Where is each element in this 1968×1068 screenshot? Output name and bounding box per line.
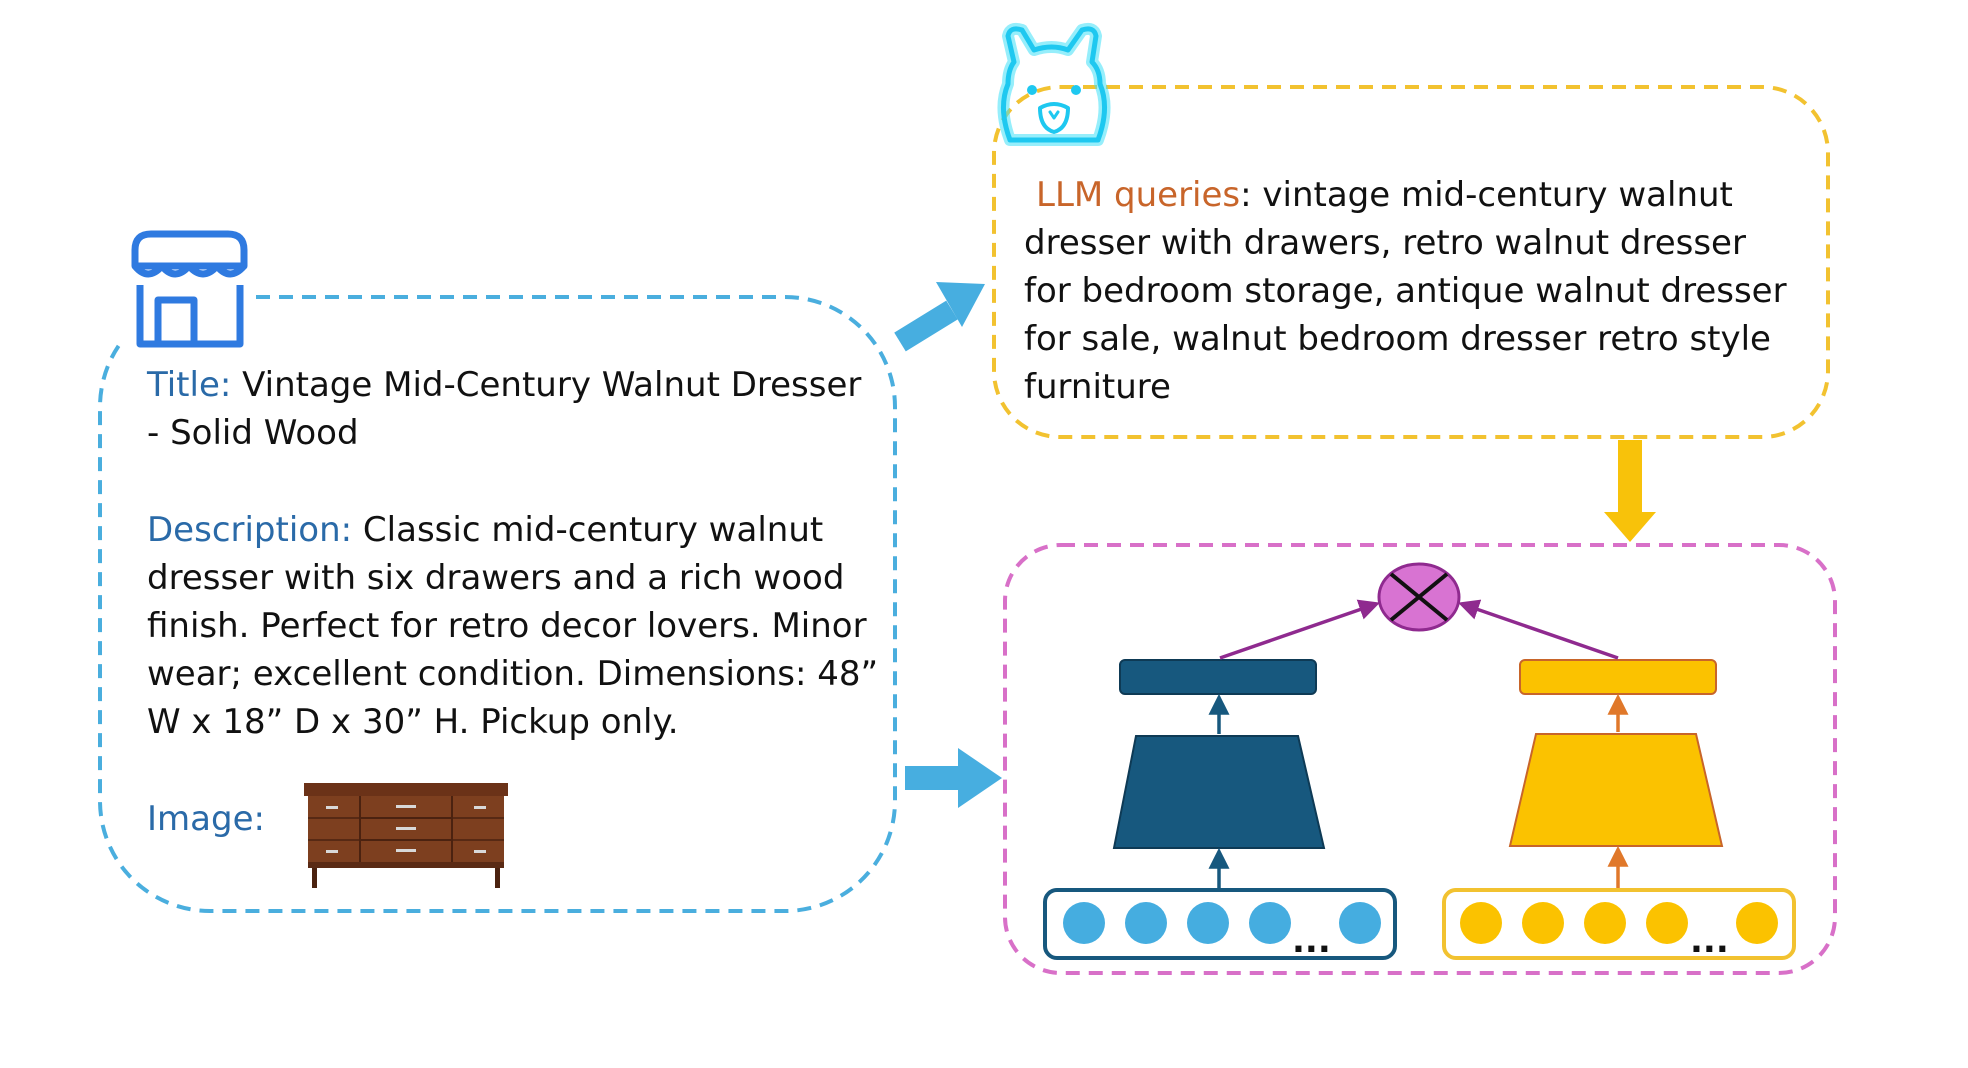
description-line-1: Description: Classic mid-century walnut bbox=[147, 506, 887, 554]
item-embedding-bar bbox=[1119, 659, 1317, 695]
listing-title-line-2: - Solid Wood bbox=[147, 413, 359, 453]
listing-title: Title: Vintage Mid-Century Walnut Dresse… bbox=[147, 361, 887, 457]
queries-line-4: for sale, walnut bedroom dresser retro s… bbox=[1024, 319, 1771, 359]
queries-line-1: LLM queries: vintage mid-century walnut bbox=[1024, 171, 1824, 219]
title-label: Title: bbox=[147, 365, 232, 405]
item-encoder-block bbox=[1112, 735, 1326, 849]
item-token-ellipsis: ... bbox=[1292, 921, 1331, 961]
query-token-ellipsis: ... bbox=[1690, 921, 1729, 961]
item-token bbox=[1125, 902, 1167, 944]
description-line-4: wear; excellent condition. Dimensions: 4… bbox=[147, 654, 879, 694]
queries-value: : vintage mid-century walnut bbox=[1240, 175, 1733, 215]
model-box bbox=[1003, 543, 1837, 975]
item-token bbox=[1187, 902, 1229, 944]
multiply-operator-icon bbox=[1377, 562, 1461, 632]
query-token bbox=[1646, 902, 1688, 944]
item-encoder-tower bbox=[1043, 659, 1397, 960]
queries-line-5: furniture bbox=[1024, 367, 1171, 407]
query-embedding-bar bbox=[1519, 659, 1717, 695]
listing-to-llm-arrow bbox=[894, 282, 985, 352]
queries-line-2: dresser with drawers, retro walnut dress… bbox=[1024, 223, 1746, 263]
llm-to-model-arrow bbox=[1604, 440, 1656, 542]
listing-title-line-1: Title: Vintage Mid-Century Walnut Dresse… bbox=[147, 361, 887, 409]
llama-icon bbox=[997, 22, 1111, 146]
image-label: Image: bbox=[147, 799, 265, 839]
llm-queries-text: LLM queries: vintage mid-century walnut … bbox=[1024, 171, 1824, 411]
description-line-2: dresser with six drawers and a rich wood bbox=[147, 558, 845, 598]
description-line-3: finish. Perfect for retro decor lovers. … bbox=[147, 606, 867, 646]
description-line-5: W x 18” D x 30” H. Pickup only. bbox=[147, 702, 679, 742]
item-token bbox=[1063, 902, 1105, 944]
query-token bbox=[1460, 902, 1502, 944]
storefront-icon bbox=[121, 226, 253, 354]
dresser-photo bbox=[304, 783, 508, 888]
llm-queries-box bbox=[992, 85, 1830, 439]
query-encoder-tower bbox=[1442, 659, 1796, 960]
description-value: Classic mid-century walnut bbox=[352, 510, 824, 550]
item-token bbox=[1249, 902, 1291, 944]
llm-queries-label: LLM queries bbox=[1036, 175, 1241, 215]
title-value: Vintage Mid-Century Walnut Dresser bbox=[231, 365, 862, 405]
listing-box bbox=[98, 295, 897, 913]
listing-to-model-arrow bbox=[905, 748, 1002, 808]
query-token bbox=[1584, 902, 1626, 944]
query-token bbox=[1522, 902, 1564, 944]
query-encoder-block bbox=[1508, 733, 1724, 847]
query-token bbox=[1736, 902, 1778, 944]
queries-line-3: for bedroom storage, antique walnut dres… bbox=[1024, 271, 1787, 311]
description-label: Description: bbox=[147, 510, 353, 550]
item-token bbox=[1339, 902, 1381, 944]
listing-description: Description: Classic mid-century walnut … bbox=[147, 506, 887, 746]
